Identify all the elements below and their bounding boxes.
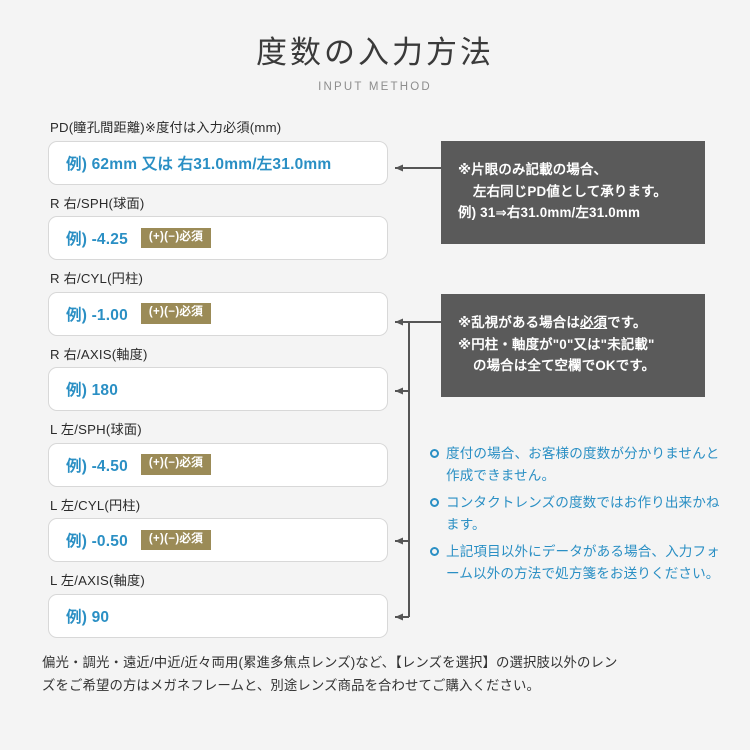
r-axis-placeholder: 例) 180 bbox=[66, 382, 119, 399]
field-block-l-axis: L 左/AXIS(軸度) 例) 90 bbox=[48, 573, 388, 638]
callout-cyl-line1: ※乱視がある場合は必須です。 bbox=[458, 312, 705, 334]
r-cyl-required-badge: (+)(−)必須 bbox=[140, 303, 212, 324]
l-cyl-input[interactable]: 例) -0.50 (+)(−)必須 bbox=[48, 518, 388, 562]
field-block-r-sph: R 右/SPH(球面) 例) -4.25 (+)(−)必須 bbox=[48, 195, 388, 260]
notes-list: 度付の場合、お客様の度数が分かりませんと作成できません。 コンタクトレンズの度数… bbox=[430, 443, 725, 590]
r-sph-placeholder: 例) -4.25 bbox=[66, 231, 128, 248]
r-sph-required-badge: (+)(−)必須 bbox=[140, 227, 212, 249]
field-block-r-cyl: R 右/CYL(円柱) 例) -1.00 (+)(−)必須 bbox=[48, 271, 388, 336]
callout-cyl-line1-underline: 必須 bbox=[579, 315, 608, 330]
l-sph-placeholder: 例) -4.50 bbox=[66, 457, 128, 475]
r-cyl-placeholder: 例) -1.00 bbox=[66, 306, 128, 324]
callout-cyl-line1-post: です。 bbox=[607, 315, 647, 330]
r-cyl-input[interactable]: 例) -1.00 (+)(−)必須 bbox=[48, 291, 388, 336]
list-item: 上記項目以外にデータがある場合、入力フォーム以外の方法で処方箋をお送りください。 bbox=[430, 541, 725, 585]
field-label-r-cyl: R 右/CYL(円柱) bbox=[50, 271, 144, 286]
page-subtitle: INPUT METHOD bbox=[318, 81, 432, 94]
r-sph-input[interactable]: 例) -4.25 (+)(−)必須 bbox=[48, 216, 388, 260]
l-sph-input[interactable]: 例) -4.50 (+)(−)必須 bbox=[48, 442, 388, 487]
callout-pd-line1: ※片眼のみ記載の場合、 bbox=[458, 162, 608, 177]
field-label-l-axis: L 左/AXIS(軸度) bbox=[50, 573, 145, 588]
l-cyl-placeholder: 例) -0.50 bbox=[66, 533, 128, 550]
footer-note: 偏光・調光・遠近/中近/近々両用(累進多焦点レンズ)など、【レンズを選択】の選択… bbox=[42, 651, 714, 697]
footer-line2: ズをご希望の方はメガネフレームと、別途レンズ商品を合わせてご購入ください。 bbox=[42, 678, 540, 694]
field-label-r-sph: R 右/SPH(球面) bbox=[50, 195, 145, 211]
field-label-r-axis: R 右/AXIS(軸度) bbox=[50, 346, 148, 362]
l-cyl-required-badge: (+)(−)必須 bbox=[140, 529, 212, 551]
list-item: 度付の場合、お客様の度数が分かりませんと作成できません。 bbox=[430, 443, 725, 487]
circle-bullet-icon bbox=[430, 449, 439, 458]
page-title: 度数の入力方法 bbox=[256, 35, 494, 70]
field-label-l-cyl: L 左/CYL(円柱) bbox=[50, 497, 141, 513]
field-block-r-axis: R 右/AXIS(軸度) 例) 180 bbox=[48, 346, 388, 411]
page-header: 度数の入力方法 INPUT METHOD bbox=[0, 35, 750, 94]
r-axis-input[interactable]: 例) 180 bbox=[48, 367, 388, 411]
note-text: 上記項目以外にデータがある場合、入力フォーム以外の方法で処方箋をお送りください。 bbox=[446, 544, 720, 582]
callout-cyl-note: ※乱視がある場合は必須です。 ※円柱・軸度が"0"又は"未記載" の場合は全て空… bbox=[441, 294, 705, 397]
pd-placeholder: 例) 62mm 又は 右31.0mm/左31.0mm bbox=[66, 155, 332, 173]
list-item: コンタクトレンズの度数ではお作り出来かねます。 bbox=[430, 492, 725, 536]
callout-cyl-line1-pre: ※乱視がある場合は bbox=[458, 315, 580, 330]
circle-bullet-icon bbox=[430, 498, 439, 508]
field-block-pd: PD(瞳孔間距離)※度付は入力必須(mm) 例) 62mm 又は 右31.0mm… bbox=[48, 120, 388, 185]
field-block-l-sph: L 左/SPH(球面) 例) -4.50 (+)(−)必須 bbox=[48, 422, 388, 487]
l-sph-required-badge: (+)(−)必須 bbox=[140, 454, 212, 475]
callout-pd-line2: 左右同じPD値として承ります。 bbox=[473, 183, 667, 199]
field-block-l-cyl: L 左/CYL(円柱) 例) -0.50 (+)(−)必須 bbox=[48, 497, 388, 562]
callout-pd-note: ※片眼のみ記載の場合、 左右同じPD値として承ります。 例) 31⇒右31.0m… bbox=[441, 141, 705, 244]
field-label-l-sph: L 左/SPH(球面) bbox=[50, 422, 142, 437]
pd-input[interactable]: 例) 62mm 又は 右31.0mm/左31.0mm bbox=[48, 140, 388, 185]
callout-cyl-line2: ※円柱・軸度が"0"又は"未記載" bbox=[458, 336, 655, 352]
field-label-pd: PD(瞳孔間距離)※度付は入力必須(mm) bbox=[50, 120, 282, 135]
callout-cyl-line3: の場合は全て空欄でOKです。 bbox=[473, 358, 656, 374]
l-axis-input[interactable]: 例) 90 bbox=[48, 593, 388, 638]
l-axis-placeholder: 例) 90 bbox=[66, 608, 110, 626]
prescription-form: PD(瞳孔間距離)※度付は入力必須(mm) 例) 62mm 又は 右31.0mm… bbox=[48, 120, 388, 649]
footer-line1: 偏光・調光・遠近/中近/近々両用(累進多焦点レンズ)など、【レンズを選択】の選択… bbox=[42, 655, 618, 670]
note-text: コンタクトレンズの度数ではお作り出来かねます。 bbox=[446, 495, 720, 533]
note-text: 度付の場合、お客様の度数が分かりませんと作成できません。 bbox=[446, 446, 720, 484]
callout-pd-line3: 例) 31⇒右31.0mm/左31.0mm bbox=[458, 205, 641, 221]
circle-bullet-icon bbox=[430, 547, 439, 557]
